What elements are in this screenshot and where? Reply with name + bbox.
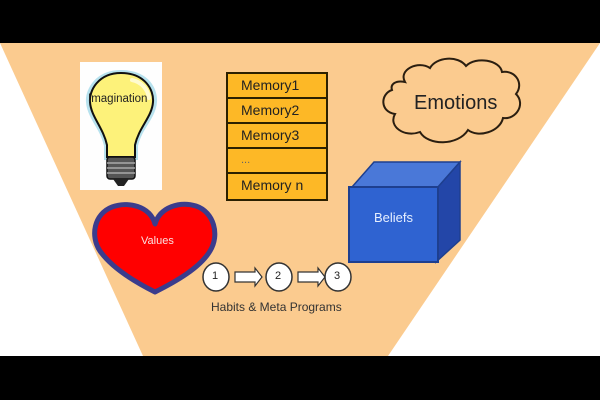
- emotions-label: Emotions: [414, 92, 498, 114]
- memory-item: ...: [228, 149, 326, 174]
- step-circle-3: [324, 262, 352, 292]
- imagination-label: Imagination: [88, 93, 148, 105]
- cube-icon: [348, 160, 462, 264]
- arrow-right-icon: [234, 266, 263, 288]
- step-circle-2: [265, 262, 293, 292]
- memory-item: Memory1: [228, 74, 326, 99]
- cloud-icon: [382, 57, 522, 144]
- step-number: 1: [212, 270, 219, 282]
- step-circle-1: [202, 262, 230, 292]
- letterbox-bottom: [0, 356, 600, 400]
- heart-icon: [92, 201, 218, 295]
- values-label: Values: [141, 235, 174, 247]
- letterbox-top: [0, 0, 600, 43]
- memory-item: Memory n: [241, 177, 304, 193]
- memory-stack: Memory1 Memory2 Memory3 ... Memory n: [226, 72, 328, 201]
- habits-label: Habits & Meta Programs: [211, 300, 342, 314]
- step-number: 2: [275, 270, 282, 282]
- lightbulb-icon: [80, 62, 162, 190]
- step-number: 3: [334, 270, 341, 282]
- memory-item: Memory3: [228, 124, 326, 149]
- arrow-right-icon: [297, 266, 326, 288]
- beliefs-label: Beliefs: [374, 210, 414, 225]
- habit-flow: [202, 262, 352, 292]
- memory-item: Memory2: [228, 99, 326, 124]
